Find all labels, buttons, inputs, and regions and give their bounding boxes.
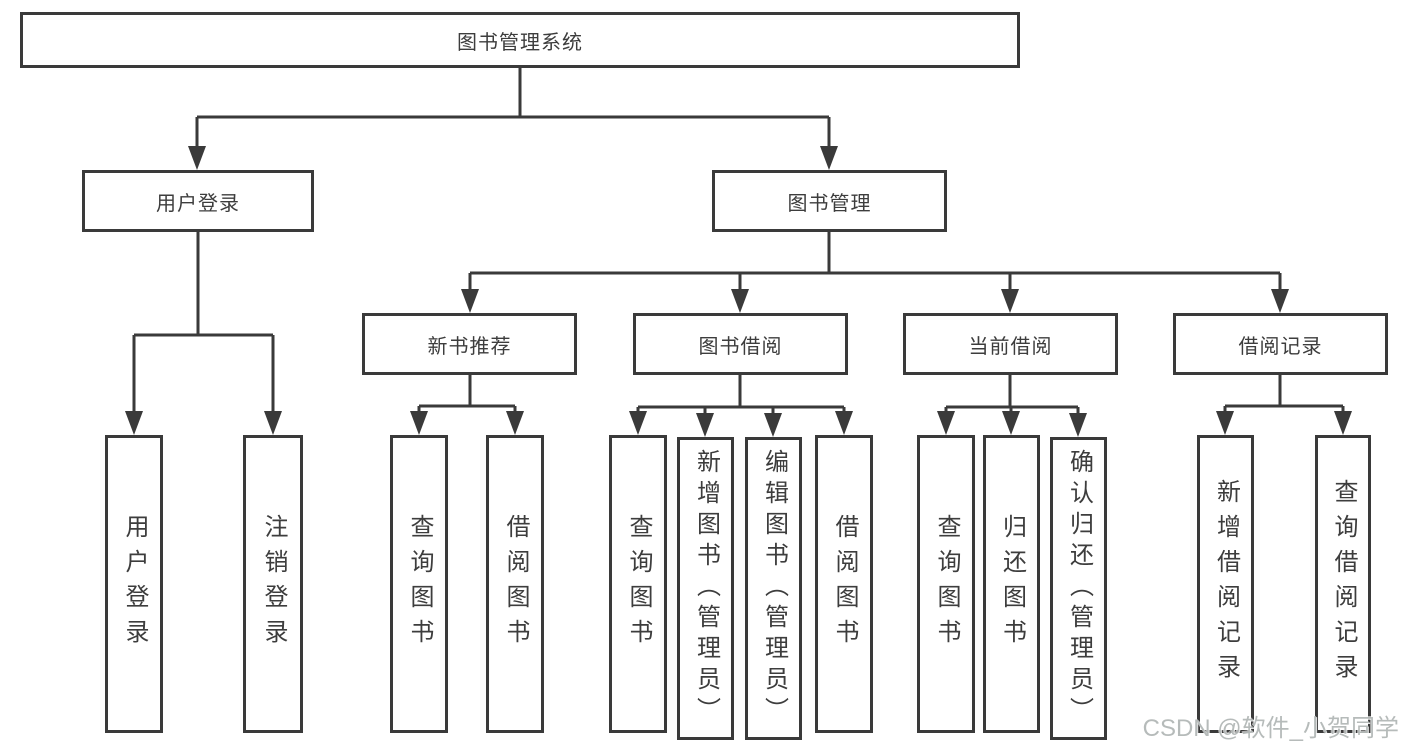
node-library-management-system: 图书管理系统 [20,12,1020,68]
arrowheads [125,146,1352,437]
leaf-label: 查询图书 [933,514,960,654]
leaf-query-books-borrow: 查询图书 [609,435,667,733]
leaf-label: 查询借阅记录 [1330,479,1357,689]
leaf-confirm-return-admin: 确认归还（管理员） [1050,437,1107,740]
leaf-label: 新增图书（管理员） [692,449,720,728]
leaf-logout: 注销登录 [243,435,303,733]
node-label: 借阅记录 [1238,335,1323,358]
leaf-query-books-recommend: 查询图书 [390,435,448,733]
node-book-management: 图书管理 [712,170,947,232]
leaf-label: 确认归还（管理员） [1065,449,1093,728]
leaf-query-borrow-record: 查询借阅记录 [1315,435,1371,733]
leaf-add-book-admin: 新增图书（管理员） [677,437,734,740]
leaf-query-books-current: 查询图书 [917,435,975,733]
node-user-login: 用户登录 [82,170,314,232]
node-new-book-recommend: 新书推荐 [362,313,577,375]
node-label: 图书管理 [787,192,872,215]
node-label: 图书管理系统 [457,31,583,54]
leaf-label: 用户登录 [121,514,148,654]
node-label: 当前借阅 [968,335,1053,358]
node-label: 图书借阅 [698,335,783,358]
leaf-edit-book-admin: 编辑图书（管理员） [745,437,802,740]
leaf-label: 编辑图书（管理员） [760,449,788,728]
node-label: 新书推荐 [427,335,512,358]
node-book-borrow: 图书借阅 [633,313,848,375]
leaf-label: 查询图书 [625,514,652,654]
leaf-label: 借阅图书 [502,514,529,654]
csdn-watermark: CSDN @软件_小贺同学 [1142,715,1399,742]
leaf-user-login: 用户登录 [105,435,163,733]
leaf-label: 新增借阅记录 [1212,479,1240,689]
leaf-return-book: 归还图书 [983,435,1040,733]
leaf-label: 归还图书 [998,514,1026,654]
node-borrow-records: 借阅记录 [1173,313,1388,375]
leaf-borrow-books-recommend: 借阅图书 [486,435,544,733]
leaf-label: 注销登录 [260,514,287,654]
node-label: 用户登录 [156,192,240,215]
leaf-borrow-books-borrow: 借阅图书 [815,435,873,733]
node-current-borrow: 当前借阅 [903,313,1118,375]
leaf-label: 查询图书 [406,514,433,654]
leaf-add-borrow-record: 新增借阅记录 [1197,435,1254,733]
leaf-label: 借阅图书 [831,514,858,654]
